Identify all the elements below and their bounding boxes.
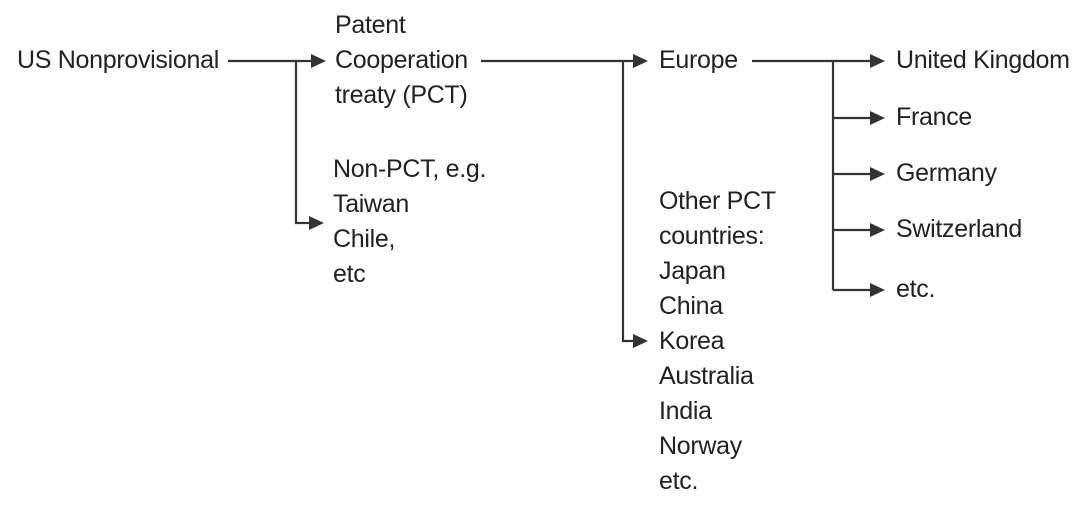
node-label-line: countries: bbox=[659, 222, 765, 250]
node-label-line: India bbox=[659, 397, 712, 425]
connector-us-to-pct bbox=[228, 54, 326, 68]
node-label-line: Patent bbox=[335, 11, 406, 39]
node-label-line: Switzerland bbox=[896, 215, 1022, 243]
connector-europe-to-france bbox=[833, 111, 885, 125]
connector-europe-to-united-kingdom bbox=[752, 54, 885, 68]
node-etc: etc. bbox=[896, 272, 935, 307]
node-label-line: Korea bbox=[659, 327, 725, 355]
node-switzerland: Switzerland bbox=[896, 212, 1022, 247]
node-label-line: Germany bbox=[896, 159, 997, 187]
connector-pct-to-europe bbox=[481, 54, 648, 68]
connector-europe-to-switzerland bbox=[833, 223, 885, 237]
node-label-line: Japan bbox=[659, 257, 726, 285]
node-other-pct-countries: Other PCT countries: Japan China Korea A… bbox=[659, 184, 776, 499]
node-france: France bbox=[896, 100, 972, 135]
node-label-line: Chile, bbox=[333, 225, 396, 253]
node-label-line: etc. bbox=[896, 275, 936, 303]
node-us-nonprovisional: US Nonprovisional bbox=[17, 43, 219, 78]
node-label-line: treaty (PCT) bbox=[335, 81, 468, 109]
connector-europe-to-etc bbox=[833, 283, 885, 297]
node-label-line: Other PCT bbox=[659, 187, 776, 215]
node-united-kingdom: United Kingdom bbox=[896, 43, 1070, 78]
connector-europe-to-germany bbox=[833, 167, 885, 181]
connector-pct-to-other-pct bbox=[621, 61, 648, 348]
node-label-line: Australia bbox=[659, 362, 754, 390]
node-label-line: US Nonprovisional bbox=[17, 46, 219, 74]
node-label-line: France bbox=[896, 103, 973, 131]
node-europe: Europe bbox=[659, 43, 738, 78]
node-label-line: etc bbox=[333, 260, 366, 288]
node-germany: Germany bbox=[896, 156, 997, 191]
node-label-line: Norway bbox=[659, 432, 742, 460]
node-pct: Patent Cooperation treaty (PCT) bbox=[335, 8, 468, 113]
node-label-line: etc. bbox=[659, 467, 699, 495]
node-label-line: Cooperation bbox=[335, 46, 468, 74]
node-label-line: Europe bbox=[659, 46, 738, 74]
node-label-line: Taiwan bbox=[333, 190, 410, 218]
node-non-pct: Non-PCT, e.g. Taiwan Chile, etc bbox=[333, 152, 486, 292]
connector-us-to-non-pct bbox=[294, 61, 324, 230]
node-label-line: China bbox=[659, 292, 723, 320]
node-label-line: Non-PCT, e.g. bbox=[333, 155, 487, 183]
node-label-line: United Kingdom bbox=[896, 46, 1070, 74]
